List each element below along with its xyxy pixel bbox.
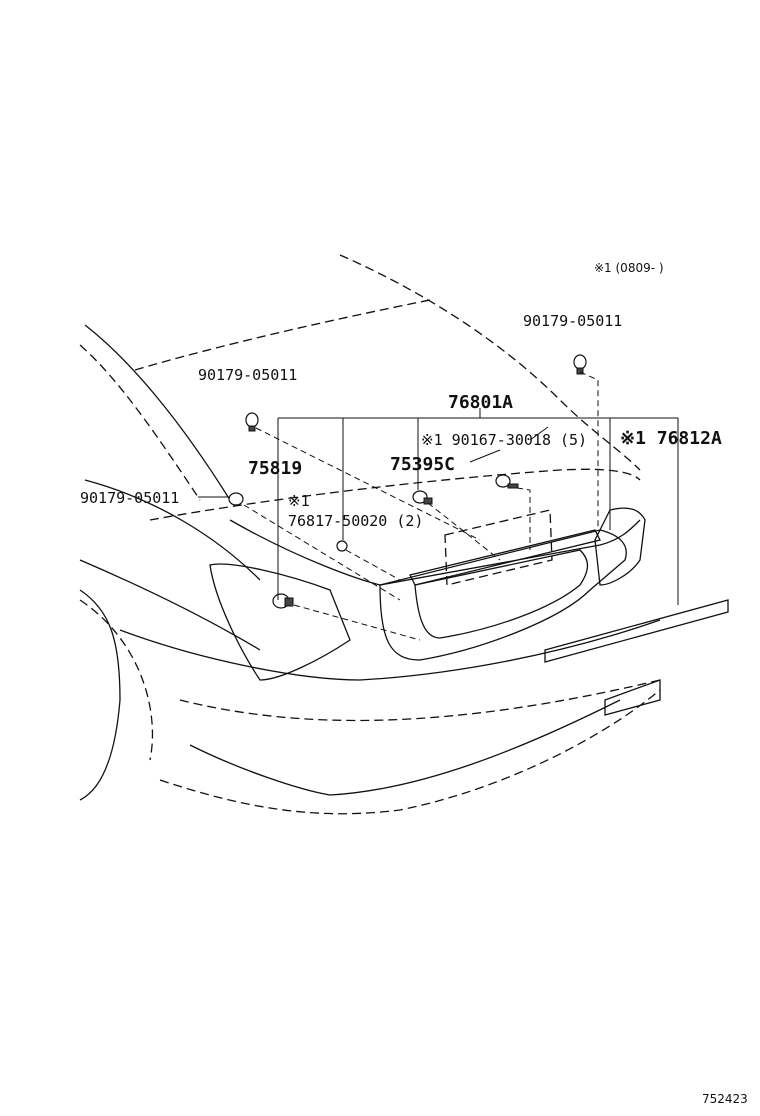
leader-emblem-dash <box>293 604 421 641</box>
exhaust-trim <box>604 679 661 716</box>
trunk-lid-rear <box>229 519 641 586</box>
leader-screw-dash <box>516 487 531 550</box>
bumper-lower <box>189 699 621 796</box>
part-label-plate: 75395C <box>390 454 456 475</box>
part-label-spoiler: ※1 76812A <box>620 428 722 449</box>
license-garnish <box>379 529 627 661</box>
figure-number: 752423 <box>702 1092 748 1106</box>
quarter-line <box>79 559 261 651</box>
wheel-arch <box>79 599 154 761</box>
leader-clip-left-dash <box>243 504 401 601</box>
leader-plate-clip-dash <box>427 502 501 561</box>
roof-line <box>134 299 431 371</box>
leader-nut-dash <box>345 549 401 581</box>
part-label-screw: ※1 90167-30018 (5) <box>421 431 588 449</box>
c-pillar-inner <box>79 344 201 501</box>
bumper-bottom <box>159 689 661 815</box>
license-recess <box>414 549 589 639</box>
clip-top-right-part <box>573 354 587 375</box>
leader-clip-top-right <box>579 371 599 530</box>
leader-clip-top-left <box>255 427 481 541</box>
garnish-bar <box>409 529 601 586</box>
screw-part <box>495 474 519 489</box>
bumper-top <box>119 619 661 681</box>
plate-clip-part <box>412 490 433 505</box>
leader-plate <box>469 449 501 463</box>
nut-part <box>336 540 348 552</box>
date-range-note: ※1 (0809- ) <box>594 261 664 275</box>
spoiler-strip <box>544 599 729 663</box>
emblem-clip-part <box>272 593 294 609</box>
part-label-garnish-assy: 76801A <box>448 392 514 413</box>
rear-fender <box>79 589 121 801</box>
bumper-middle <box>179 679 661 722</box>
trunk-lid-edge <box>149 468 641 521</box>
clip-top-left-part <box>245 412 259 432</box>
plate-outline <box>444 509 553 586</box>
part-label-emblem: 75819 <box>248 458 303 479</box>
c-pillar-left <box>84 324 231 501</box>
body-side <box>84 479 261 581</box>
leader-screw-label <box>529 426 549 441</box>
part-label-nut-mark: ※1 <box>288 492 310 510</box>
part-label-clip-left: 90179-05011 <box>80 489 180 507</box>
clip-left-part <box>228 492 244 506</box>
tail-lamp-right <box>594 507 646 586</box>
tail-lamp-left <box>209 563 351 681</box>
part-label-nut: 76817-50020 (2) <box>288 512 424 530</box>
part-label-clip-top-right: 90179-05011 <box>523 312 623 330</box>
part-label-clip-top-left: 90179-05011 <box>198 366 298 384</box>
